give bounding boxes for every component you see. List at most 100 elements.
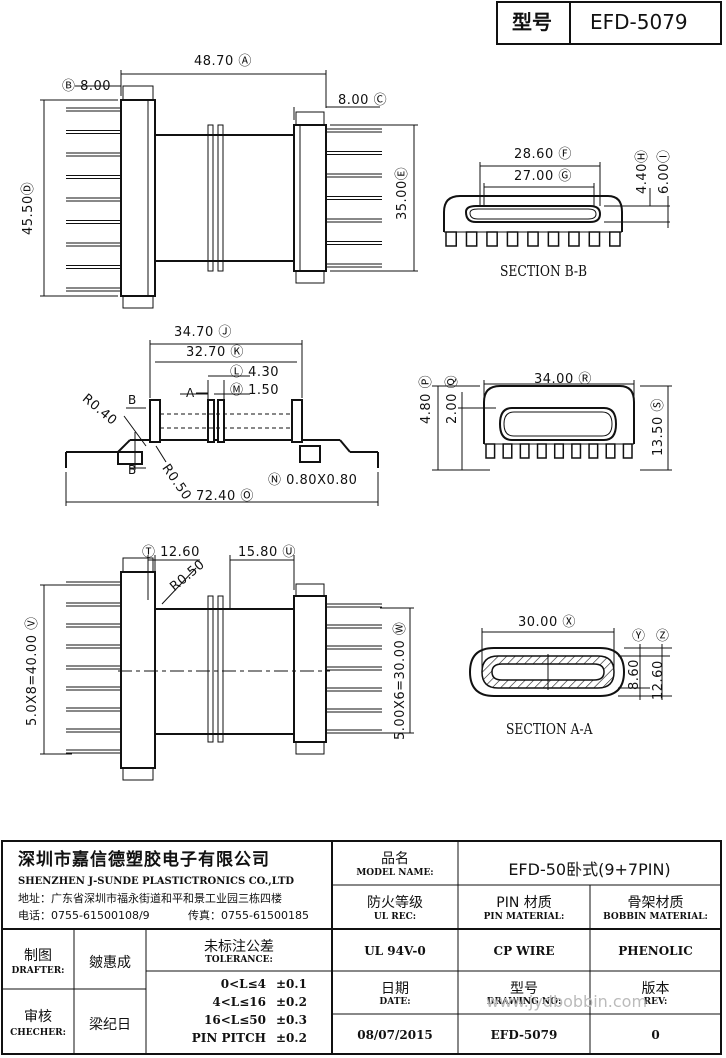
bobbin-tooth <box>571 443 582 459</box>
section-mark-a: A <box>186 386 195 400</box>
section-a-a-drawing <box>468 628 672 700</box>
model-name-value: EFD-50卧式(9+7PIN) <box>508 860 671 879</box>
dim-l: Ⓛ 4.30 <box>230 365 280 380</box>
model-name-label-cn: 品名 <box>381 851 409 867</box>
dim-p: 4.80 Ⓟ <box>419 374 434 424</box>
drafter-label-en: DRAFTER: <box>11 966 65 976</box>
date-label-cn: 日期 <box>381 981 409 997</box>
dim-y: Ⓨ <box>632 629 646 644</box>
tolerance-range: 0<L≤4 <box>220 977 266 991</box>
bobbin-tooth <box>445 231 457 247</box>
model-label: 型号 <box>512 10 552 34</box>
section-a-a-title: SECTION A-A <box>506 720 593 738</box>
bobbin-tooth <box>547 231 560 247</box>
tolerance-label-en: TOLERANCE: <box>205 955 273 965</box>
ul-value: UL 94V-0 <box>364 944 426 958</box>
dim-e: 35.00Ⓔ <box>395 166 410 220</box>
dim-g: 27.00 Ⓖ <box>514 169 572 184</box>
bobbin-value: PHENOLIC <box>618 944 693 958</box>
model-number: EFD-5079 <box>590 10 688 34</box>
bobbin-label-en: BOBBIN MATERIAL: <box>603 912 708 922</box>
dim-v: 5.0X8=40.00 Ⓥ <box>25 616 40 726</box>
drawing-no-value: EFD-5079 <box>490 1028 558 1042</box>
dim-n: Ⓝ 0.80X0.80 <box>268 473 358 488</box>
bobbin-label-cn: 骨架材质 <box>627 895 684 911</box>
company-name-cn: 深圳市嘉信德塑胶电子有限公司 <box>18 850 270 870</box>
dim-q: 2.00 Ⓠ <box>445 374 460 424</box>
dim-j: 34.70 Ⓙ <box>174 325 232 340</box>
dim-s: 13.50 Ⓢ <box>651 398 666 456</box>
dim-860: 8.60 <box>627 659 642 690</box>
bobbin-tooth <box>588 231 601 247</box>
watermark: www.jydbobbin.com <box>486 992 648 1011</box>
dim-w: 5.00X6=30.00 Ⓦ <box>393 621 408 740</box>
drawing-no-label-en: DRAWING NO: <box>486 997 562 1007</box>
bobbin-tooth <box>588 443 599 459</box>
section-mark-b-bottom: B <box>128 463 137 477</box>
rev-label-cn: 版本 <box>641 981 670 997</box>
dim-i: 6.00Ⓘ <box>657 149 672 194</box>
bobbin-tooth <box>486 231 498 247</box>
tolerance-label-cn: 未标注公差 <box>204 939 274 955</box>
dim-m: Ⓜ 1.50 <box>230 383 280 398</box>
dim-r: 34.00 Ⓡ <box>534 372 592 387</box>
date-value: 08/07/2015 <box>357 1028 433 1042</box>
dim-x: 30.00 Ⓧ <box>518 615 576 630</box>
dim-k: 32.70 Ⓚ <box>186 345 244 360</box>
section-mark-b-top: B <box>128 393 137 407</box>
section-b-b-drawing <box>443 162 670 247</box>
drafter-label-cn: 制图 <box>24 948 52 964</box>
bobbin-tooth <box>568 231 580 247</box>
section-b-b-title: SECTION B-B <box>500 262 588 280</box>
dim-a: 48.70 Ⓐ <box>194 54 252 69</box>
bobbin-tooth <box>527 231 539 247</box>
company-name-en: SHENZHEN J-SUNDE PLASTICTRONICS CO.,LTD <box>18 876 295 887</box>
tolerance-range: 16<L≤50 <box>204 1013 266 1027</box>
ul-label-en: UL REC: <box>373 912 417 922</box>
bobbin-tooth <box>465 231 478 247</box>
checker-label-cn: 审核 <box>24 1009 52 1025</box>
tolerance-value: ±0.1 <box>276 977 307 991</box>
dim-h: 4.40Ⓗ <box>635 149 650 194</box>
side-view-middle <box>65 340 379 506</box>
dim-c: 8.00 Ⓒ <box>338 93 388 108</box>
bobbin-tooth <box>553 443 565 459</box>
tolerance-value: ±0.2 <box>276 995 307 1009</box>
bobbin-tooth <box>605 443 616 459</box>
bobbin-tooth <box>502 443 513 459</box>
dim-f: 28.60 Ⓕ <box>514 147 572 162</box>
dim-u: 15.80 Ⓤ <box>238 545 296 560</box>
tolerance-value: ±0.3 <box>276 1013 307 1027</box>
dim-b: Ⓑ 8.00 <box>62 79 112 94</box>
company-address: 地址：广东省深圳市福永街道和平和景工业园三栋四楼 <box>18 892 282 905</box>
pin-label-cn: PIN 材质 <box>496 895 552 911</box>
bobbin-tooth <box>536 443 547 459</box>
bobbin-tooth <box>506 231 519 247</box>
bobbin-tooth <box>609 231 621 247</box>
tolerance-value: ±0.2 <box>276 1031 307 1045</box>
checker-value: 梁纪日 <box>89 1017 131 1033</box>
drawing-no-label-cn: 型号 <box>510 981 538 997</box>
front-view-top <box>40 70 418 309</box>
side-section-drawing <box>432 380 672 471</box>
bobbin-tooth <box>519 443 530 459</box>
company-fax: 传真：0755-61500185 <box>188 909 309 922</box>
tolerance-range: PIN PITCH <box>191 1031 266 1045</box>
dim-t: Ⓣ 12.60 <box>142 545 200 560</box>
dim-z: Ⓩ <box>656 629 670 644</box>
company-phone: 电话：0755-61500108/9 <box>18 909 150 922</box>
ul-label-cn: 防火等级 <box>367 895 423 911</box>
date-label-en: DATE: <box>379 997 411 1007</box>
pin-label-en: PIN MATERIAL: <box>483 912 565 922</box>
checker-label-en: CHECHER: <box>10 1028 66 1038</box>
dim-o: 72.40 Ⓞ <box>196 489 254 504</box>
pin-value: CP WIRE <box>493 944 555 958</box>
bobbin-tooth <box>485 443 496 459</box>
dim-1260: 12.60 <box>651 660 666 700</box>
model-name-label-en: MODEL NAME: <box>356 868 434 878</box>
drafter-value: 皴惠成 <box>89 955 131 971</box>
bottom-view <box>40 555 414 781</box>
dim-d: 45.50Ⓓ <box>21 181 36 235</box>
